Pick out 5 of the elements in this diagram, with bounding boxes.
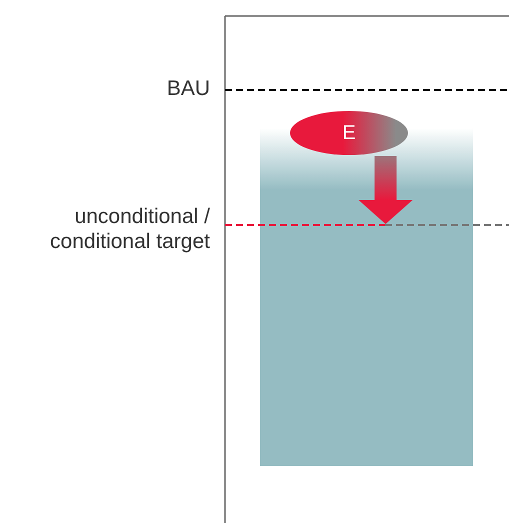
line-label: BAU <box>166 77 210 101</box>
line-label: unconditional / conditional target <box>49 204 210 254</box>
target-dashed-line <box>225 223 509 227</box>
node-label: E <box>342 123 356 143</box>
arrow <box>358 156 413 224</box>
